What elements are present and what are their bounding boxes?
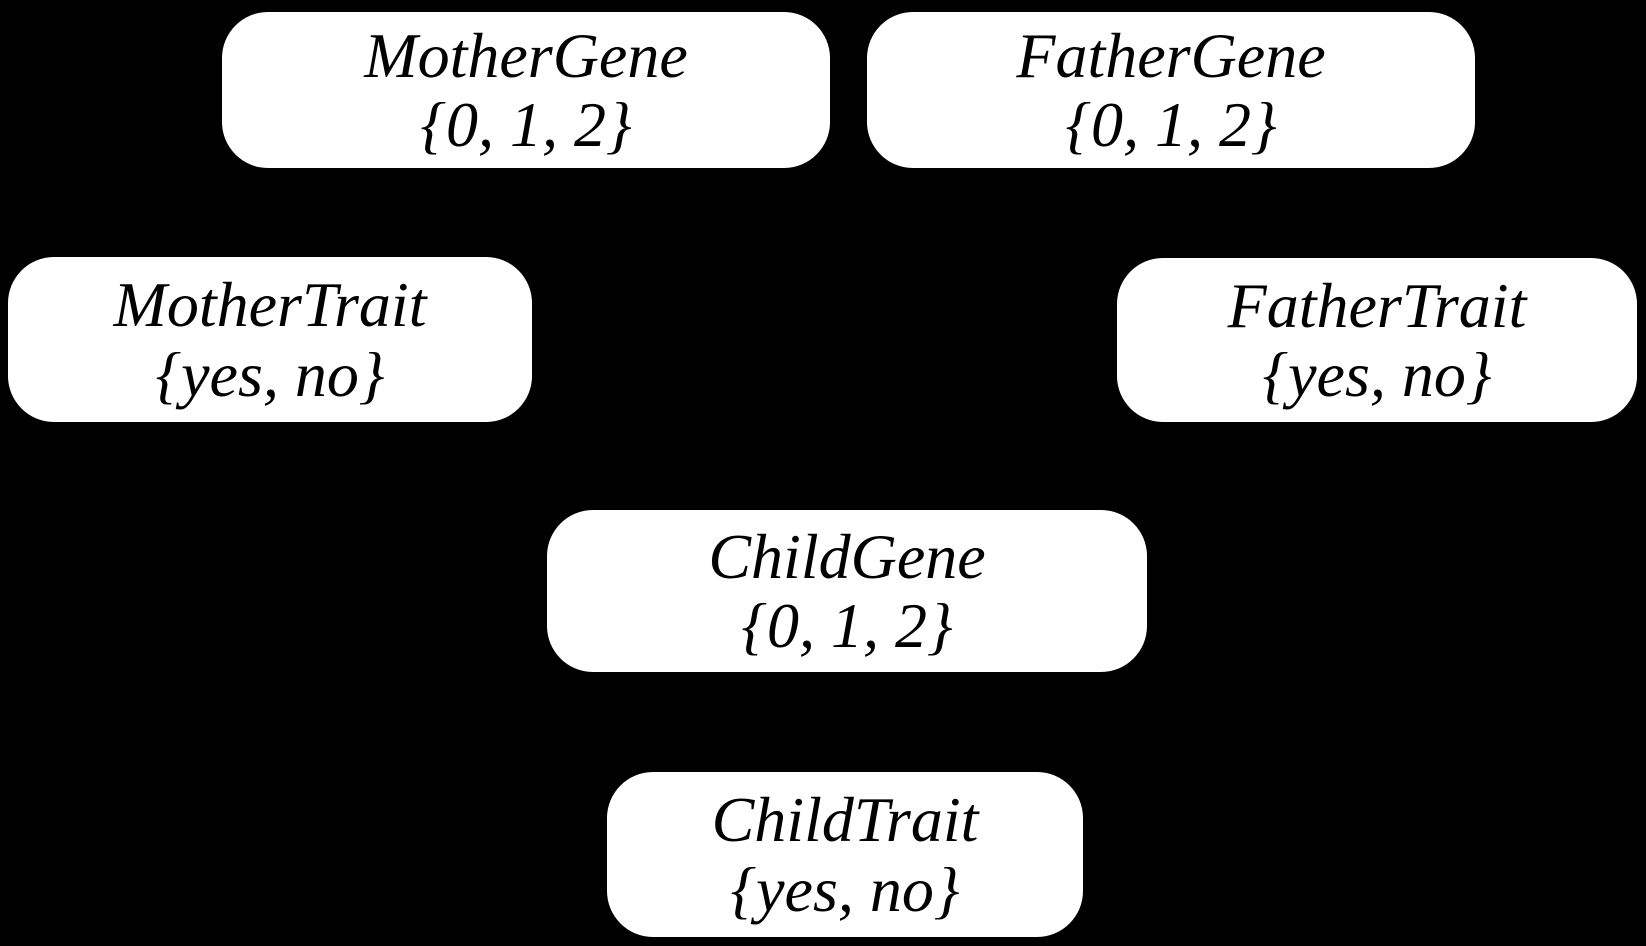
node-label: MotherTrait bbox=[113, 269, 427, 341]
node-label: ChildGene bbox=[708, 520, 986, 592]
node-child-gene: ChildGene {0, 1, 2} bbox=[547, 510, 1147, 672]
node-label: FatherGene bbox=[1016, 19, 1326, 91]
node-label: MotherGene bbox=[364, 19, 688, 91]
node-father-gene: FatherGene {0, 1, 2} bbox=[867, 12, 1475, 168]
node-values: {0, 1, 2} bbox=[420, 89, 632, 160]
node-values: {yes, no} bbox=[730, 853, 960, 925]
node-label: ChildTrait bbox=[711, 784, 979, 856]
node-mother-gene: MotherGene {0, 1, 2} bbox=[222, 12, 830, 168]
node-values: {0, 1, 2} bbox=[1065, 89, 1277, 160]
node-values: {0, 1, 2} bbox=[741, 590, 953, 661]
node-child-trait: ChildTrait {yes, no} bbox=[607, 772, 1083, 937]
node-mother-trait: MotherTrait {yes, no} bbox=[8, 257, 532, 422]
node-label: FatherTrait bbox=[1227, 269, 1527, 341]
node-father-trait: FatherTrait {yes, no} bbox=[1117, 258, 1637, 422]
node-values: {yes, no} bbox=[155, 338, 385, 410]
node-values: {yes, no} bbox=[1262, 339, 1492, 410]
